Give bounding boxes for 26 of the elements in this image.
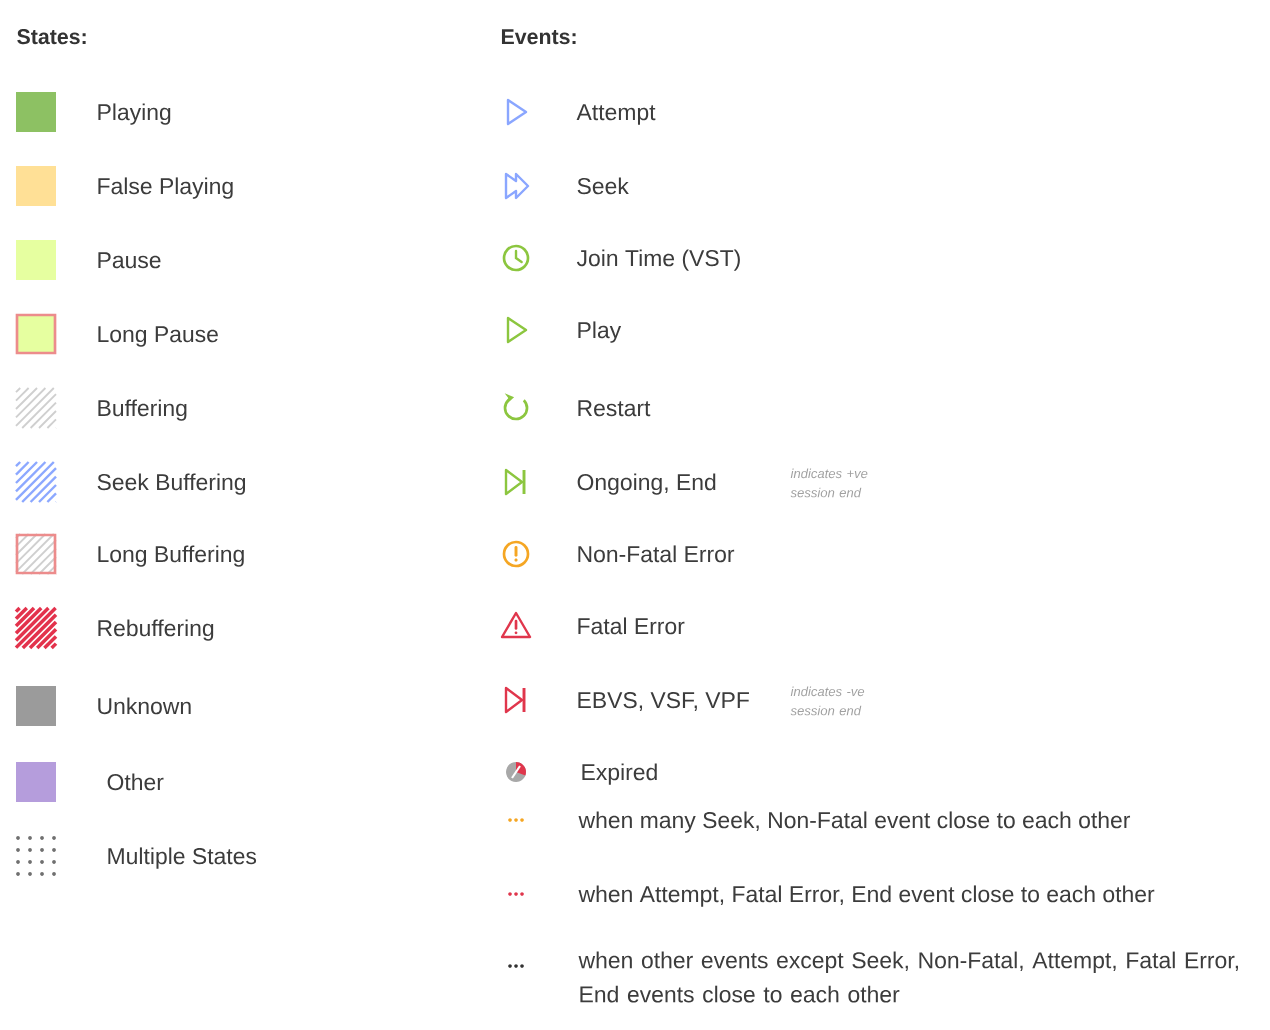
legend-label: when other events except Seek, Non-Fatal, Attempt, Fatal Error, End events close to each other	[578, 951, 1238, 1003]
legend-label: Pause	[98, 252, 161, 269]
legend-label: when many Seek, Non-Fatal event close to each other	[578, 811, 1131, 833]
legend-label: Buffering	[98, 399, 187, 421]
heading: States:	[17, 29, 86, 45]
legend-label: Seek	[577, 177, 629, 195]
legend-label: Other	[107, 773, 164, 791]
legend-label: Play	[578, 321, 622, 343]
legend-label: EBVS, VSF, VPF	[578, 692, 749, 711]
legend-label: Seek Buffering	[97, 473, 246, 495]
legend-label: Restart	[578, 400, 651, 417]
legend-label: Fatal Error	[578, 617, 685, 635]
legend-label: when Attempt, Fatal Error, End event close to each other	[578, 885, 1155, 907]
legend-label: Attempt	[576, 104, 656, 125]
legend-label: Unknown	[98, 697, 191, 715]
legend-label: Multiple States	[108, 847, 257, 869]
legend-label: Long Buffering	[98, 545, 244, 567]
heading: Events:	[501, 29, 576, 45]
legend-label: False Playing	[98, 177, 233, 199]
legend-label: Ongoing, End	[577, 473, 716, 495]
legend-label: Expired	[582, 763, 657, 785]
legend-label: Playing	[98, 103, 171, 125]
legend-label: Rebuffering	[98, 619, 214, 641]
legend-label: Long Pause	[98, 326, 218, 347]
legend-label: Join Time (VST)	[576, 249, 740, 271]
legend-label: Non-Fatal Error	[578, 545, 735, 563]
